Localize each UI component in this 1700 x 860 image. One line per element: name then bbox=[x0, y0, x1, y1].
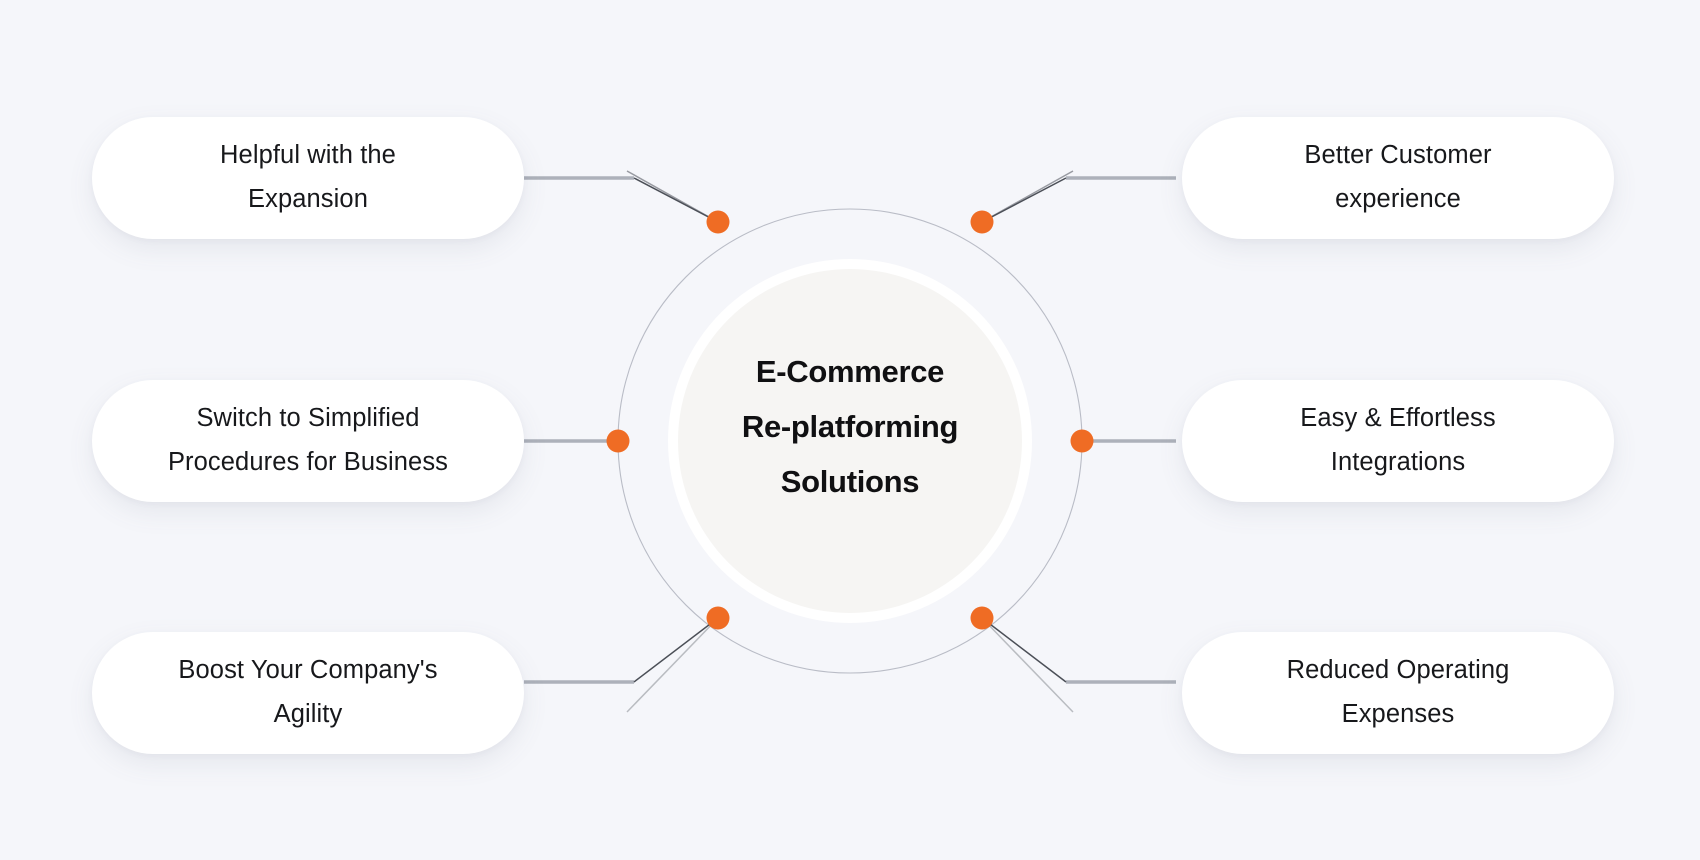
guide-line-bottom-right bbox=[981, 617, 1074, 713]
node-dot-integrations[interactable] bbox=[1070, 429, 1094, 453]
node-dot-procedures[interactable] bbox=[606, 429, 630, 453]
node-dot-expenses[interactable] bbox=[970, 606, 994, 630]
node-dot-expansion[interactable] bbox=[706, 210, 730, 234]
node-dot-agility[interactable] bbox=[706, 606, 730, 630]
benefit-card-expansion[interactable]: Helpful with the Expansion bbox=[92, 117, 524, 239]
benefit-card-customer-line-1: Better Customer bbox=[1304, 141, 1492, 170]
benefit-card-expansion-line-2: Expansion bbox=[248, 185, 368, 213]
benefit-card-procedures[interactable]: Switch to Simplified Procedures for Busi… bbox=[92, 380, 524, 502]
benefit-card-procedures-line-1: Switch to Simplified bbox=[196, 404, 420, 433]
node-dot-customer[interactable] bbox=[970, 210, 994, 234]
benefit-card-procedures-line-2: Procedures for Business bbox=[167, 448, 449, 476]
benefit-card-integrations[interactable]: Easy & Effortless Integrations bbox=[1182, 380, 1614, 502]
hub-title: E-Commerce Re-platforming Solutions bbox=[698, 344, 1002, 510]
guide-line-bottom-left bbox=[626, 617, 719, 713]
connector-customer-diagonal bbox=[981, 177, 1067, 223]
guide-line-top-right bbox=[981, 170, 1074, 223]
benefit-card-expenses-line-2: Expenses bbox=[1341, 700, 1455, 728]
hub-title-line-1: E-Commerce bbox=[755, 354, 945, 389]
benefit-card-agility-line-1: Boost Your Company's bbox=[178, 656, 438, 685]
connector-expansion-diagonal bbox=[633, 177, 719, 223]
connector-agility-diagonal bbox=[633, 617, 719, 683]
benefit-card-expansion-line-1: Helpful with the bbox=[220, 141, 396, 170]
connector-expenses-diagonal bbox=[981, 617, 1067, 683]
benefit-card-expenses-line-1: Reduced Operating bbox=[1286, 656, 1510, 685]
benefit-card-agility[interactable]: Boost Your Company's Agility bbox=[92, 632, 524, 754]
hub-title-line-3: Solutions bbox=[780, 464, 920, 500]
benefit-card-integrations-line-1: Easy & Effortless bbox=[1300, 404, 1496, 433]
benefit-card-agility-line-2: Agility bbox=[273, 700, 343, 728]
hub-title-line-2: Re-platforming bbox=[741, 409, 959, 445]
benefit-card-integrations-line-2: Integrations bbox=[1330, 448, 1466, 476]
benefit-card-customer-line-2: experience bbox=[1335, 185, 1461, 213]
benefit-card-expenses[interactable]: Reduced Operating Expenses bbox=[1182, 632, 1614, 754]
guide-line-top-left bbox=[626, 170, 719, 223]
benefit-card-customer[interactable]: Better Customer experience bbox=[1182, 117, 1614, 239]
